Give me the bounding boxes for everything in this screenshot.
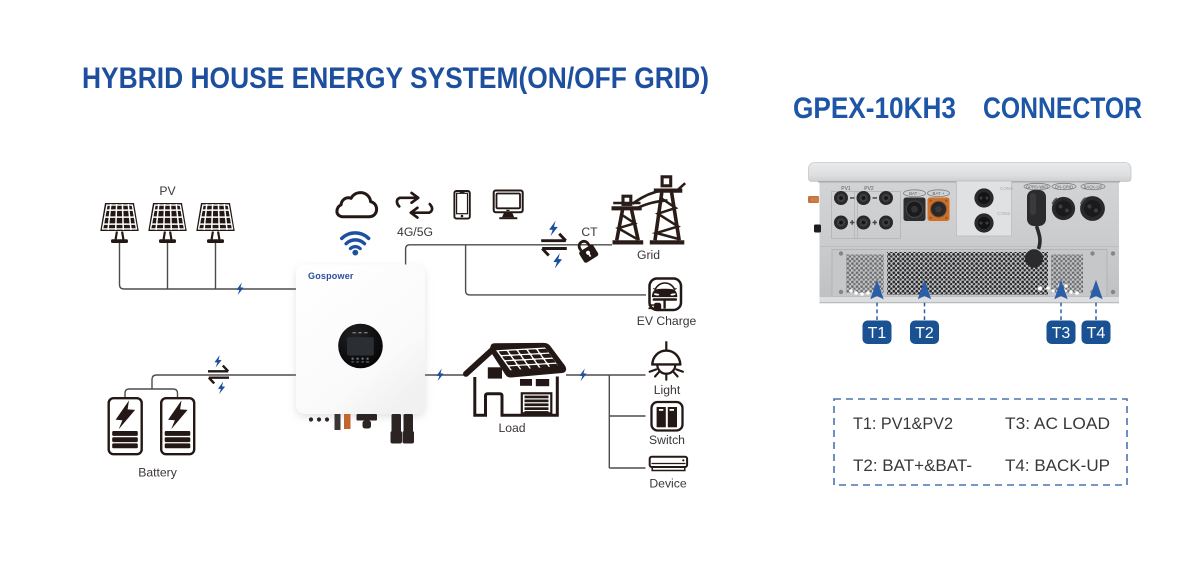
svg-text:CT: CT	[581, 225, 598, 239]
svg-text:Device: Device	[649, 476, 686, 490]
svg-text:BACK-UP: BACK-UP	[1084, 184, 1103, 189]
svg-text:T2: T2	[915, 325, 934, 342]
svg-text:Grid: Grid	[637, 248, 660, 262]
svg-text:T4: T4	[1087, 325, 1106, 342]
svg-text:PV: PV	[159, 184, 176, 198]
svg-text:ON-GRID: ON-GRID	[1055, 184, 1073, 189]
svg-text:T1: PV1&PV2: T1: PV1&PV2	[853, 414, 953, 433]
svg-text:GPEX-10KH3: GPEX-10KH3	[793, 92, 956, 125]
svg-text:PV1: PV1	[841, 186, 851, 192]
svg-text:COM2: COM2	[997, 211, 1011, 216]
svg-text:Load: Load	[498, 421, 525, 435]
svg-text:Switch: Switch	[649, 433, 685, 447]
svg-text:BAT +: BAT +	[933, 191, 945, 196]
svg-text:Battery: Battery	[138, 466, 178, 480]
svg-text:Light: Light	[654, 383, 681, 397]
svg-text:T1: T1	[868, 325, 887, 342]
svg-text:T2: BAT+&BAT-: T2: BAT+&BAT-	[853, 456, 972, 475]
svg-text:T4: BACK-UP: T4: BACK-UP	[1005, 456, 1110, 475]
svg-text:Gospower: Gospower	[308, 271, 354, 281]
svg-text:HYBRID HOUSE ENERGY SYSTEM(ON/: HYBRID HOUSE ENERGY SYSTEM(ON/OFF GRID)	[82, 62, 709, 95]
svg-text:PV2: PV2	[864, 186, 874, 192]
svg-text:CONNECTOR: CONNECTOR	[983, 92, 1142, 125]
svg-text:COM1: COM1	[1000, 186, 1014, 191]
svg-text:GPRS-WIFI: GPRS-WIFI	[1026, 184, 1048, 189]
svg-text:T3: AC LOAD: T3: AC LOAD	[1005, 414, 1110, 433]
svg-text:4G/5G: 4G/5G	[397, 225, 433, 239]
svg-text:BAT -: BAT -	[909, 191, 920, 196]
svg-text:EV Charge: EV Charge	[637, 314, 697, 328]
svg-text:T3: T3	[1052, 325, 1071, 342]
